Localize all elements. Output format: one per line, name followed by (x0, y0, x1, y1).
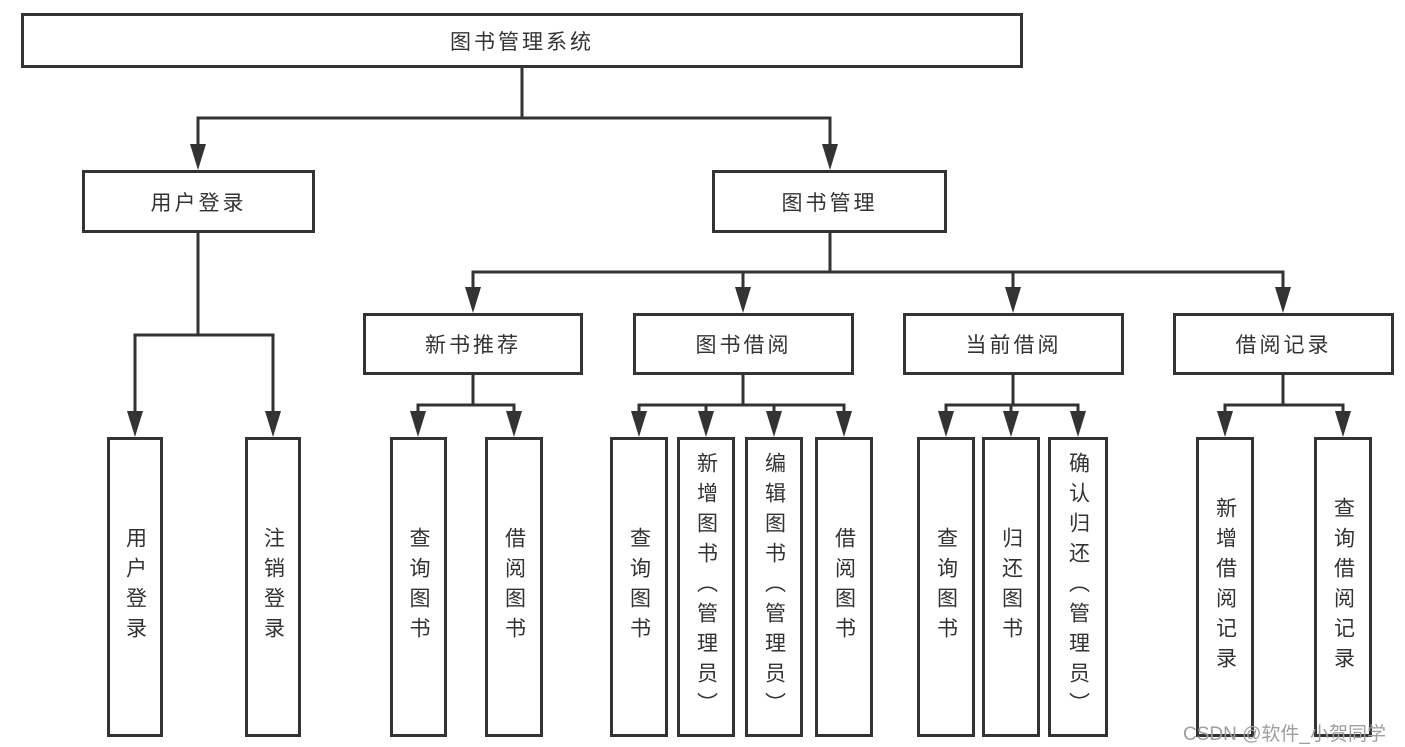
node-root: 图书管理系统 (21, 13, 1023, 68)
leaf-label: 编辑图书（管理员） (762, 452, 786, 722)
node-leaf-query-book-1: 查询图书 (390, 437, 447, 737)
node-leaf-query-record: 查询借阅记录 (1314, 437, 1372, 737)
node-leaf-add-record: 新增借阅记录 (1196, 437, 1254, 737)
node-book-management: 图书管理 (712, 170, 947, 233)
node-leaf-borrow-book-2: 借阅图书 (815, 437, 873, 737)
node-leaf-add-book: 新增图书（管理员） (677, 437, 735, 737)
leaf-label: 注销登录 (261, 527, 285, 647)
node-book-borrow: 图书借阅 (633, 313, 854, 375)
node-user-login: 用户登录 (82, 170, 315, 233)
node-leaf-borrow-book-1: 借阅图书 (485, 437, 543, 737)
leaf-label: 新增借阅记录 (1213, 497, 1237, 677)
leaf-label: 借阅图书 (502, 527, 526, 647)
node-leaf-query-book-3: 查询图书 (917, 437, 975, 737)
node-borrow-record: 借阅记录 (1173, 313, 1394, 375)
csdn-watermark: CSDN @软件_小贺同学 (1183, 724, 1386, 745)
node-leaf-logout: 注销登录 (245, 437, 301, 737)
node-leaf-query-book-2: 查询图书 (610, 437, 668, 737)
node-leaf-confirm-return: 确认归还（管理员） (1048, 437, 1108, 737)
node-current-borrow: 当前借阅 (903, 313, 1124, 375)
leaf-label: 用户登录 (123, 527, 147, 647)
node-leaf-return-book: 归还图书 (982, 437, 1040, 737)
leaf-label: 归还图书 (999, 527, 1023, 647)
leaf-label: 借阅图书 (832, 527, 856, 647)
leaf-label: 查询借阅记录 (1331, 497, 1355, 677)
leaf-label: 新增图书（管理员） (694, 452, 718, 722)
leaf-label: 查询图书 (627, 527, 651, 647)
node-new-book-recommend: 新书推荐 (363, 313, 583, 375)
node-leaf-edit-book: 编辑图书（管理员） (745, 437, 803, 737)
leaf-label: 确认归还（管理员） (1066, 452, 1090, 722)
leaf-label: 查询图书 (407, 527, 431, 647)
leaf-label: 查询图书 (934, 527, 958, 647)
node-leaf-user-login: 用户登录 (107, 437, 163, 737)
